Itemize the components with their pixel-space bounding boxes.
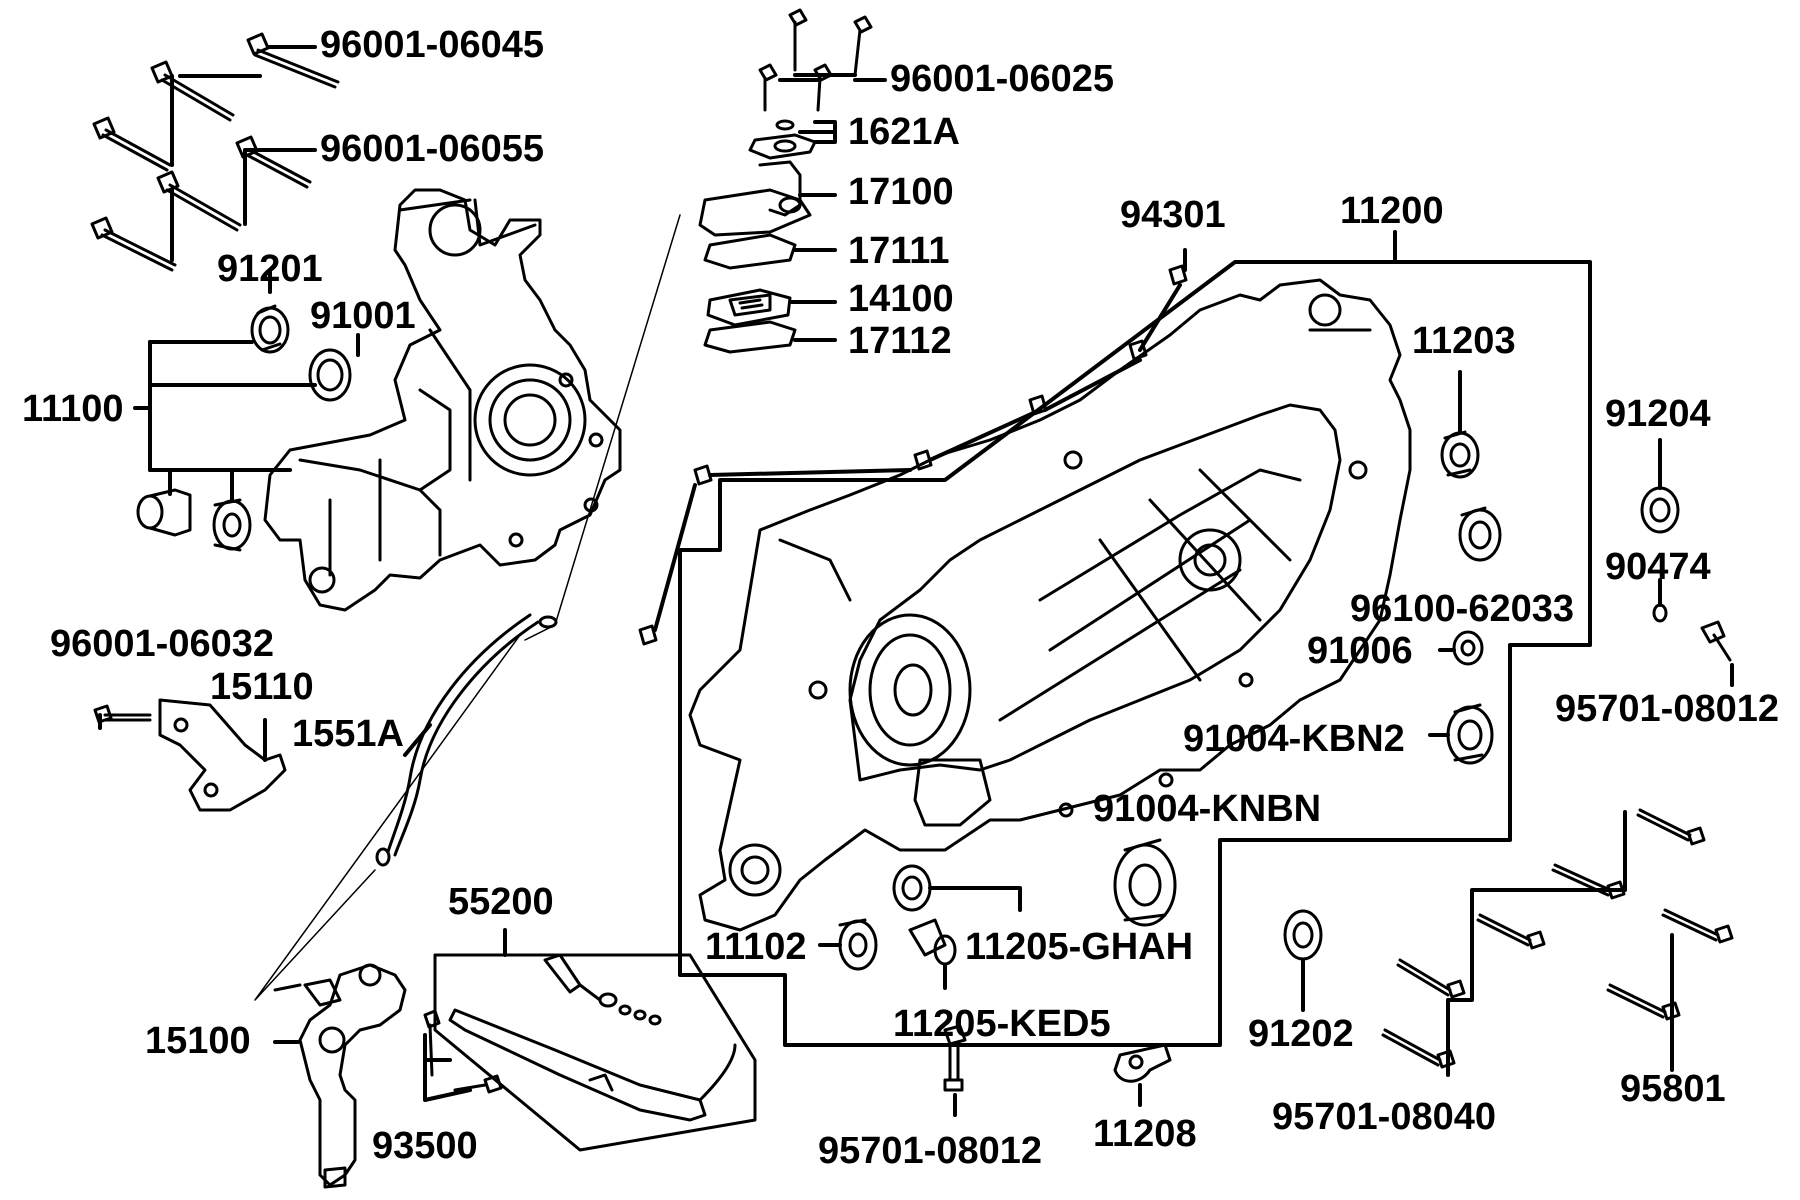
bolts-95801 <box>1606 908 1734 1021</box>
part-label-15110: 15110 <box>210 666 314 708</box>
part-label-91204: 91204 <box>1605 393 1711 435</box>
part-label-96001-06045: 96001-06045 <box>320 24 544 66</box>
part-label-94301: 94301 <box>1120 194 1226 236</box>
leader-lines-bolts <box>170 45 317 262</box>
washer-90474 <box>1652 603 1668 623</box>
seal-91006 <box>1452 630 1484 666</box>
part-label-95701-08012-bottom: 95701-08012 <box>818 1130 1042 1172</box>
part-label-11205-GHAH: 11205-GHAH <box>965 926 1194 968</box>
part-label-91201: 91201 <box>217 248 323 290</box>
part-label-11205-KED5: 11205-KED5 <box>893 1003 1111 1045</box>
bolt-95701-08012-bottom <box>943 1024 967 1092</box>
part-label-11200: 11200 <box>1340 190 1444 232</box>
seal-91204 <box>1640 486 1680 534</box>
bearing-91004-KBN2 <box>1446 703 1494 765</box>
part-label-55200: 55200 <box>448 881 554 923</box>
seal-91202 <box>1283 909 1323 961</box>
part-label-91202: 91202 <box>1248 1013 1354 1055</box>
part-label-95701-08040: 95701-08040 <box>1272 1096 1496 1138</box>
dashed-guide-pump <box>254 634 521 1001</box>
part-label-91004-KBN2: 91004-KBN2 <box>1183 718 1405 760</box>
bolts-96001-06045 <box>90 32 340 272</box>
part-label-17112: 17112 <box>848 320 952 362</box>
leader-lines-right <box>818 370 1734 1012</box>
clamp-11208 <box>1113 1043 1172 1083</box>
oil-tube-55200 <box>448 953 737 1122</box>
part-label-91006: 91006 <box>1307 630 1413 672</box>
part-label-11208: 11208 <box>1093 1113 1197 1155</box>
part-label-14100: 14100 <box>848 278 954 320</box>
part-label-96100-62033: 96100-62033 <box>1350 588 1574 630</box>
part-label-1621A: 1621A <box>848 111 960 153</box>
part-label-90474: 90474 <box>1605 546 1711 588</box>
part-label-95701-08012-right: 95701-08012 <box>1555 688 1779 730</box>
bearing-11203 <box>1440 430 1480 479</box>
insulator-1621A <box>748 119 817 160</box>
bushing-11102 <box>838 918 878 971</box>
part-label-95801: 95801 <box>1620 1068 1726 1110</box>
leader-frame-55200 <box>433 928 757 1152</box>
part-label-96001-06055: 96001-06055 <box>320 128 544 170</box>
bolts-96001-06025 <box>758 8 873 112</box>
gasket-17112 <box>703 320 797 354</box>
part-label-91001: 91001 <box>310 295 416 337</box>
bushing-11100-b <box>212 498 252 552</box>
hose-1551A <box>375 613 558 867</box>
part-label-11102: 11102 <box>705 926 807 968</box>
leader-lines-96001-06025 <box>778 73 887 82</box>
bearing-91004-KNBN <box>1113 838 1177 927</box>
oil-pump-15100 <box>273 963 407 1189</box>
bushing-11205-GHAH <box>892 864 932 912</box>
bracket-15110 <box>158 698 287 812</box>
dowel-pins-94301 <box>638 264 1188 646</box>
bearing-91201 <box>250 304 290 354</box>
leader-lines-bottom-left <box>98 713 472 1102</box>
part-label-17111: 17111 <box>848 230 950 272</box>
part-label-17100: 17100 <box>848 171 954 213</box>
leader-lines-bolts-right <box>1446 810 1674 1077</box>
pin-11205-KED5 <box>908 918 957 966</box>
part-label-91004-KNBN: 91004-KNBN <box>1093 788 1322 830</box>
part-label-1551A: 1551A <box>292 713 404 755</box>
part-label-15100: 15100 <box>145 1020 251 1062</box>
part-label-93500: 93500 <box>372 1125 478 1167</box>
leader-lines-intake <box>788 120 837 342</box>
part-label-96001-06032: 96001-06032 <box>50 623 274 665</box>
gasket-17111 <box>703 233 797 270</box>
intake-manifold-17100 <box>698 160 812 237</box>
bolt-95701-08012-right <box>1700 620 1732 662</box>
reed-valve-14100 <box>706 288 792 327</box>
crankcase-left-11100 <box>263 188 622 612</box>
bearing-91001 <box>308 348 352 402</box>
leader-lines-bottom-mid <box>953 1083 1142 1117</box>
bolts-95701-08040 <box>1381 808 1706 1069</box>
part-label-11100: 11100 <box>22 388 124 430</box>
bolt-96001-06032 <box>93 704 152 724</box>
bushing-11100-a <box>136 488 192 537</box>
leader-frame-11200 <box>678 230 1592 1047</box>
part-label-11203: 11203 <box>1412 320 1516 362</box>
crankcase-right-11200 <box>688 278 1412 932</box>
bearing-96100-62033 <box>1458 506 1502 562</box>
leader-lines-11100 <box>133 270 360 502</box>
part-label-96001-06025: 96001-06025 <box>890 58 1114 100</box>
